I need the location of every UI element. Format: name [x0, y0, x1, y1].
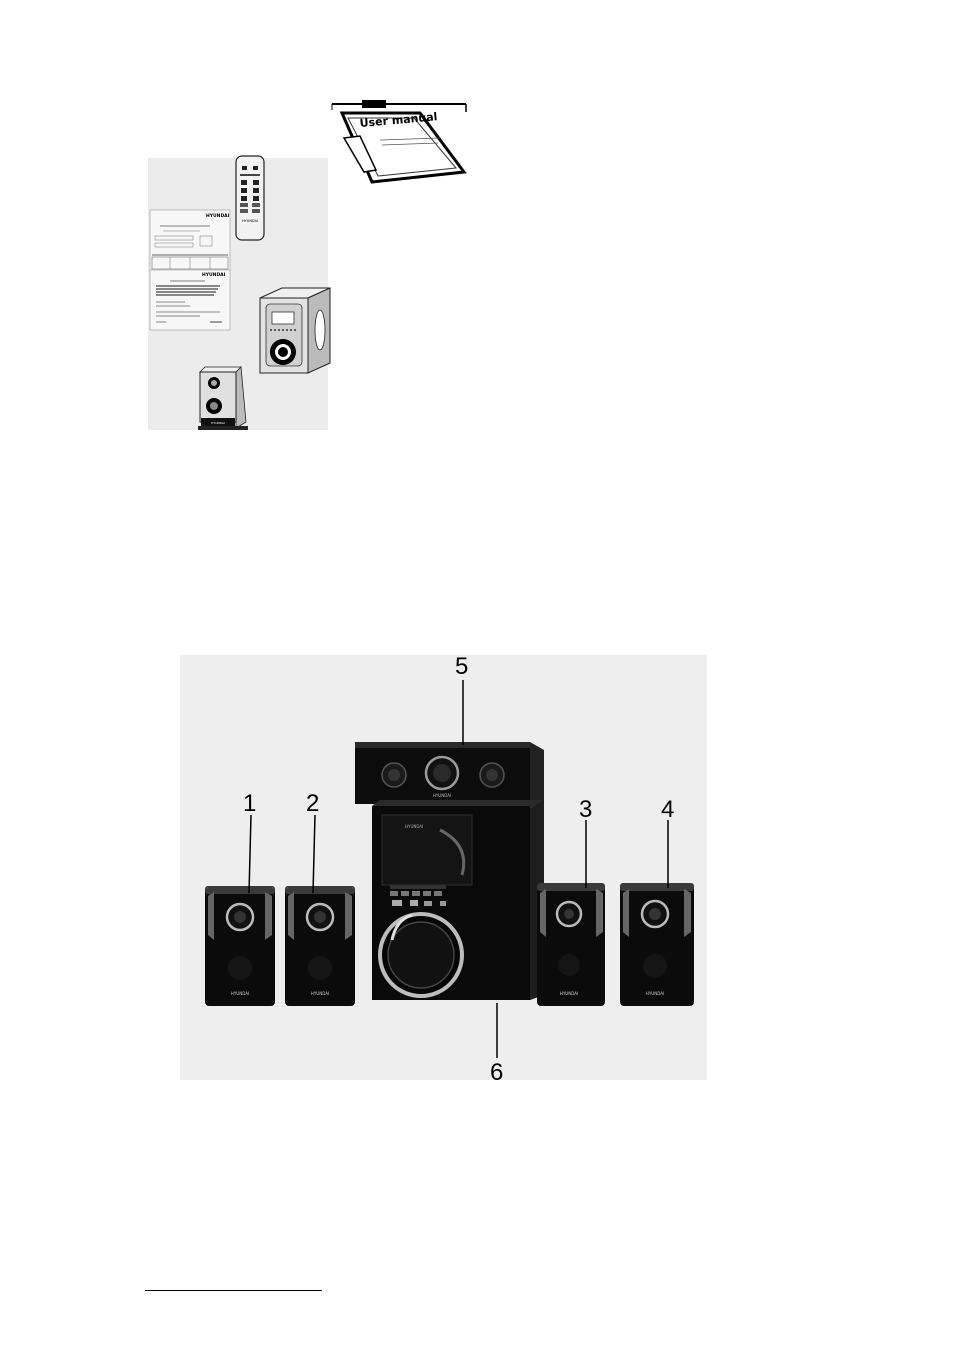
callout-5: 5 — [455, 653, 468, 681]
callout-3: 3 — [579, 796, 592, 824]
subwoofer: HYUNDAI — [372, 800, 544, 1000]
speaker-front-right-brand: HYUNDAI — [311, 991, 329, 996]
center-speaker: HYUNDAI — [355, 742, 544, 806]
speaker-front-left: HYUNDAI — [205, 886, 275, 1006]
callout-6: 6 — [490, 1059, 503, 1087]
speaker-rear-left-brand: HYUNDAI — [560, 991, 578, 996]
speaker-rear-left: HYUNDAI — [537, 883, 605, 1006]
subwoofer-brand: HYUNDAI — [405, 824, 423, 829]
center-speaker-brand: HYUNDAI — [433, 793, 451, 798]
callout-1: 1 — [243, 790, 256, 818]
callout-4: 4 — [661, 796, 674, 824]
callout-2: 2 — [306, 790, 319, 818]
speaker-rear-right-brand: HYUNDAI — [646, 991, 664, 996]
footnote-separator-line — [145, 1290, 322, 1291]
speaker-front-left-brand: HYUNDAI — [231, 991, 249, 996]
speaker-front-right: HYUNDAI — [285, 886, 355, 1006]
speaker-rear-right: HYUNDAI — [620, 883, 694, 1006]
